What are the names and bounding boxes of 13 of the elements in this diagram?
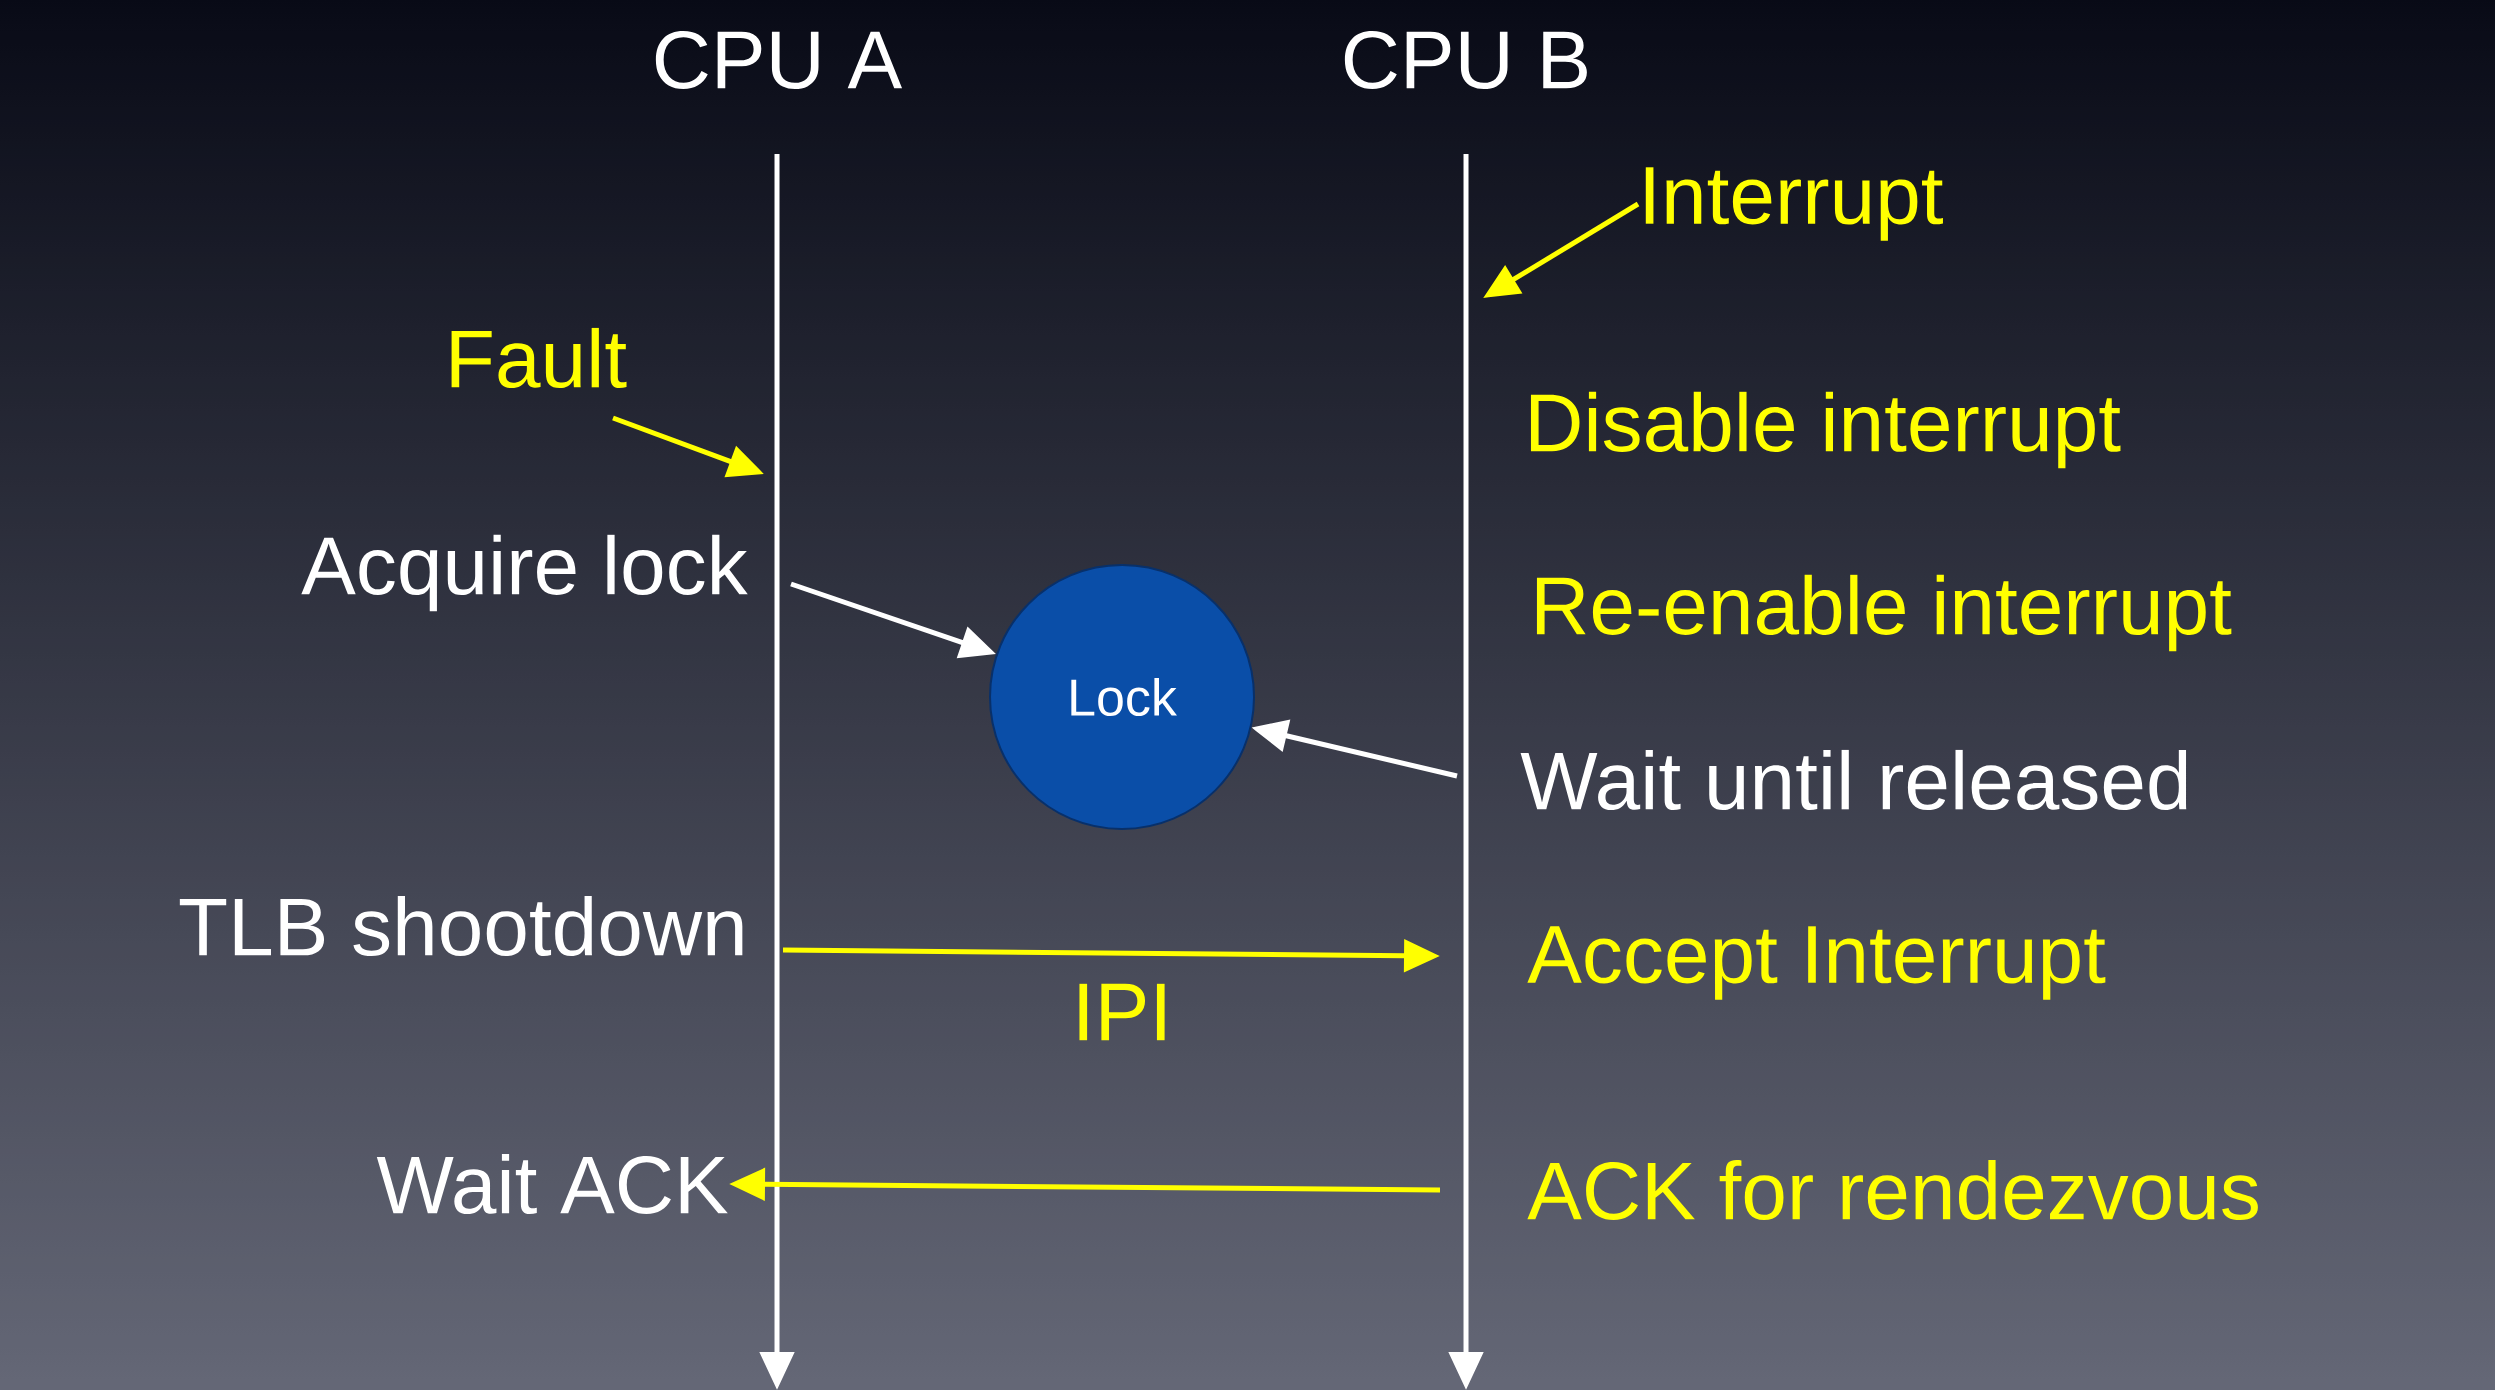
text-label: TLB shootdown [179,895,743,957]
text-label: Acquire lock [301,534,748,612]
text-label: ACK for rendezvous [1527,1159,2258,1221]
column-heading: CPU A [655,31,903,90]
text-label: Interrupt [1645,167,1943,241]
step-label: Disable interrupt [1530,391,2121,469]
text-label: Fault [451,327,627,389]
step-label: Re-enable interrupt [1536,574,2232,652]
text-label: Accept Interrupt [1527,926,2106,1000]
edge-label: IPI [1079,983,1165,1041]
column-heading: CPU B [1344,31,1587,90]
text-label: Wait ACK [376,1153,728,1215]
text-label: Wait until released [1520,749,2187,811]
